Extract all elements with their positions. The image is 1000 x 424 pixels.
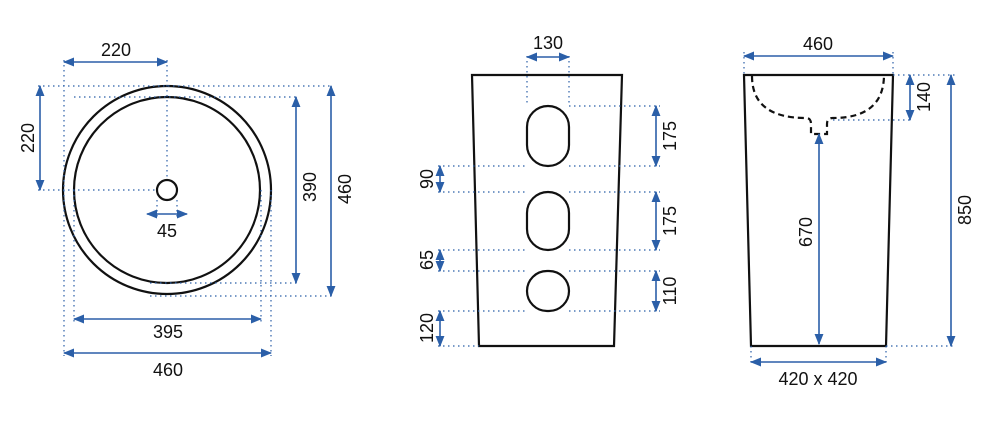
label-drain-diameter: 45 <box>157 221 177 241</box>
basin-inner-rim <box>72 95 262 285</box>
pedestal-back-outline <box>470 73 624 348</box>
label-inner-diameter-v: 390 <box>300 172 320 202</box>
label-base-size: 420 x 420 <box>778 369 857 389</box>
bowl-profile <box>750 75 886 136</box>
label-gap-mid: 65 <box>417 250 437 270</box>
label-bottom-hole-height: 110 <box>660 277 680 306</box>
label-mid-hole-height: 175 <box>660 206 680 236</box>
label-total-height: 850 <box>955 195 975 225</box>
label-gap-top: 90 <box>417 169 437 189</box>
back-view: 130 175 90 175 65 110 120 <box>417 33 680 348</box>
label-hole-width: 130 <box>533 33 563 53</box>
top-view: 220 220 45 390 460 395 460 <box>18 40 355 380</box>
label-outer-diameter-h: 460 <box>153 360 183 380</box>
side-view: 460 140 670 850 420 x 420 <box>742 34 975 389</box>
label-top-width: 460 <box>803 34 833 54</box>
label-top-hole-height: 175 <box>660 121 680 151</box>
top-hole <box>525 104 571 168</box>
label-outer-diameter-v: 460 <box>335 174 355 204</box>
label-drain-offset-y: 220 <box>18 123 38 153</box>
label-bowl-depth: 140 <box>914 82 934 112</box>
label-drain-offset-x: 220 <box>101 40 131 60</box>
label-inner-diameter-h: 395 <box>153 322 183 342</box>
label-drain-height: 670 <box>796 217 816 247</box>
bottom-hole <box>525 269 571 313</box>
drain-hole <box>155 178 179 202</box>
middle-hole <box>525 190 571 252</box>
label-base-height: 120 <box>417 313 437 343</box>
